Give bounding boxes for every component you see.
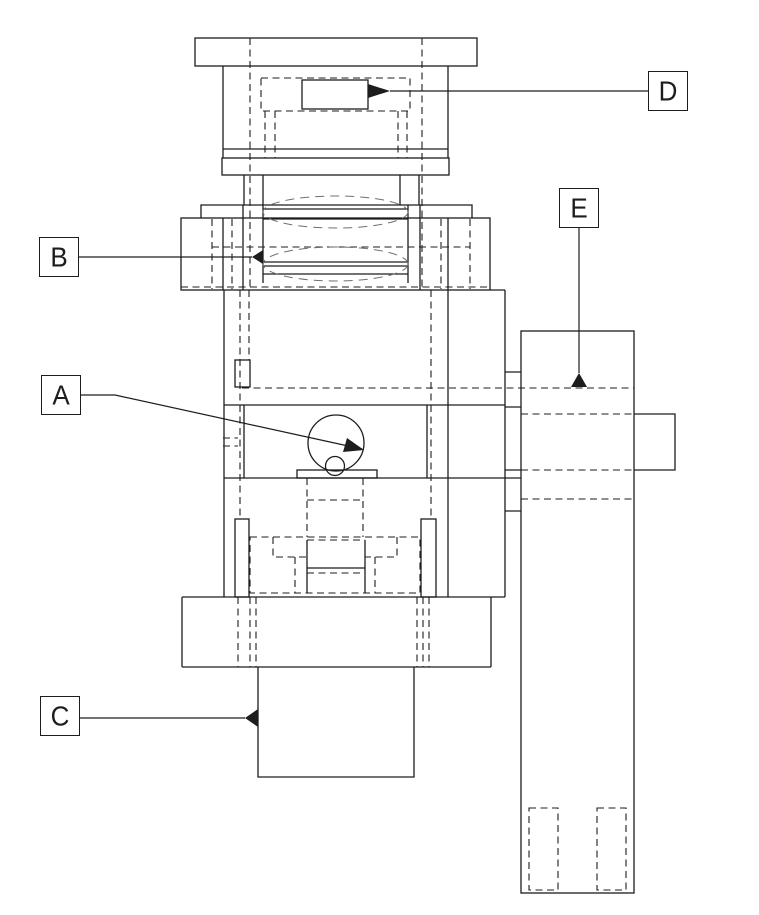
callout-c-label: C <box>50 699 70 732</box>
lens-retainer-lines <box>263 208 408 275</box>
arm-slot-left <box>528 807 559 891</box>
hidden-lines <box>181 38 634 891</box>
arrowhead-d <box>368 84 390 98</box>
callout-a: A <box>41 375 81 415</box>
baseplate <box>181 596 505 668</box>
callout-c: C <box>40 696 80 736</box>
flange-hidden-horizontals <box>181 246 490 288</box>
pedestal-block <box>296 469 378 479</box>
top-hidden-verticals <box>249 38 423 289</box>
lens-element-lower <box>262 246 409 282</box>
body-hidden-ticks <box>223 437 238 447</box>
clamp-hidden-detail <box>272 537 398 593</box>
arrowhead-a <box>343 438 364 452</box>
shaft-circle <box>307 414 365 472</box>
flange-step <box>200 204 473 218</box>
arrowhead-b <box>252 250 263 264</box>
foot-tab-right <box>420 518 437 598</box>
neck-verticals <box>243 175 420 205</box>
clamp-hidden-box <box>249 536 421 594</box>
callout-a-label: A <box>52 378 70 411</box>
top-inner-block <box>301 79 369 110</box>
lower-box <box>257 667 415 778</box>
callout-d: D <box>648 71 688 111</box>
top-hidden-stems <box>264 111 408 158</box>
flange-verticals <box>222 205 449 290</box>
baseplate-hidden-verticals <box>237 597 430 667</box>
top-cap-body <box>222 66 449 158</box>
arm-protrusion <box>634 413 676 471</box>
arrowhead-c <box>245 709 258 727</box>
arm-hidden-horizontals <box>242 387 634 500</box>
callout-b: B <box>39 237 79 277</box>
leader-lines <box>79 90 649 719</box>
body-left-tab <box>234 359 251 388</box>
foot-tab-left <box>234 518 250 598</box>
callout-d-label: D <box>658 74 678 107</box>
arm-slot-right <box>596 807 627 891</box>
flange-hidden-verticals <box>211 219 471 289</box>
leader-arrowheads <box>245 84 587 727</box>
small-roller-circle <box>324 455 346 477</box>
lens-barrel-walls <box>262 205 409 283</box>
flange-main <box>180 217 491 291</box>
lens-element-upper <box>262 195 409 229</box>
top-thin-plate <box>221 157 450 176</box>
pedestal-hidden <box>306 478 364 537</box>
body-hidden-verticals <box>239 290 432 519</box>
clamp-center <box>306 540 366 593</box>
callout-e-label: E <box>570 191 588 224</box>
top-cap-plate <box>194 37 478 67</box>
body-arm-rungs <box>505 371 521 512</box>
leader-a <box>81 394 363 450</box>
solid-outlines <box>180 37 676 894</box>
side-arm <box>520 330 635 894</box>
callout-b-label: B <box>50 240 68 273</box>
arrowhead-e <box>571 373 587 387</box>
top-hidden-box <box>260 77 411 112</box>
callout-e: E <box>559 188 599 228</box>
